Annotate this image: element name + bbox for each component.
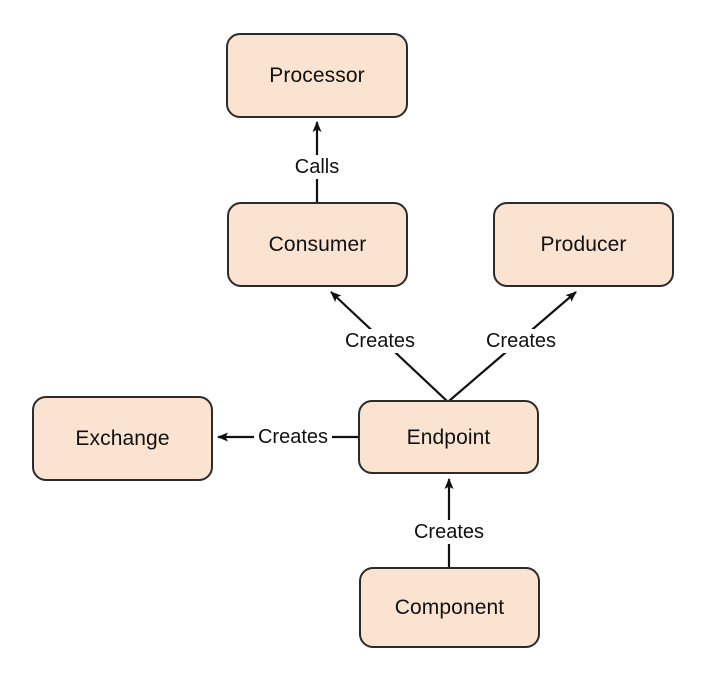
node-producer-label: Producer: [540, 233, 627, 256]
node-producer[interactable]: Producer: [493, 202, 674, 287]
edge-label-endpoint-creates-consumer: Creates: [340, 329, 420, 353]
node-endpoint-label: Endpoint: [406, 425, 491, 449]
node-consumer-label: Consumer: [268, 233, 367, 256]
node-consumer[interactable]: Consumer: [227, 202, 408, 287]
edge-label-endpoint-creates-exchange: Creates: [253, 425, 333, 449]
edge-label-endpoint-creates-producer: Creates: [481, 329, 561, 353]
node-processor[interactable]: Processor: [226, 33, 408, 118]
node-component-label: Component: [394, 596, 505, 619]
node-processor-label: Processor: [269, 64, 365, 87]
node-exchange-label: Exchange: [75, 427, 170, 450]
node-exchange[interactable]: Exchange: [32, 396, 213, 481]
node-endpoint[interactable]: Endpoint: [358, 400, 539, 474]
edge-label-component-creates-endpoint: Creates: [409, 520, 489, 544]
edge-label-consumer-calls-processor: Calls: [290, 155, 344, 179]
node-component[interactable]: Component: [359, 567, 540, 648]
